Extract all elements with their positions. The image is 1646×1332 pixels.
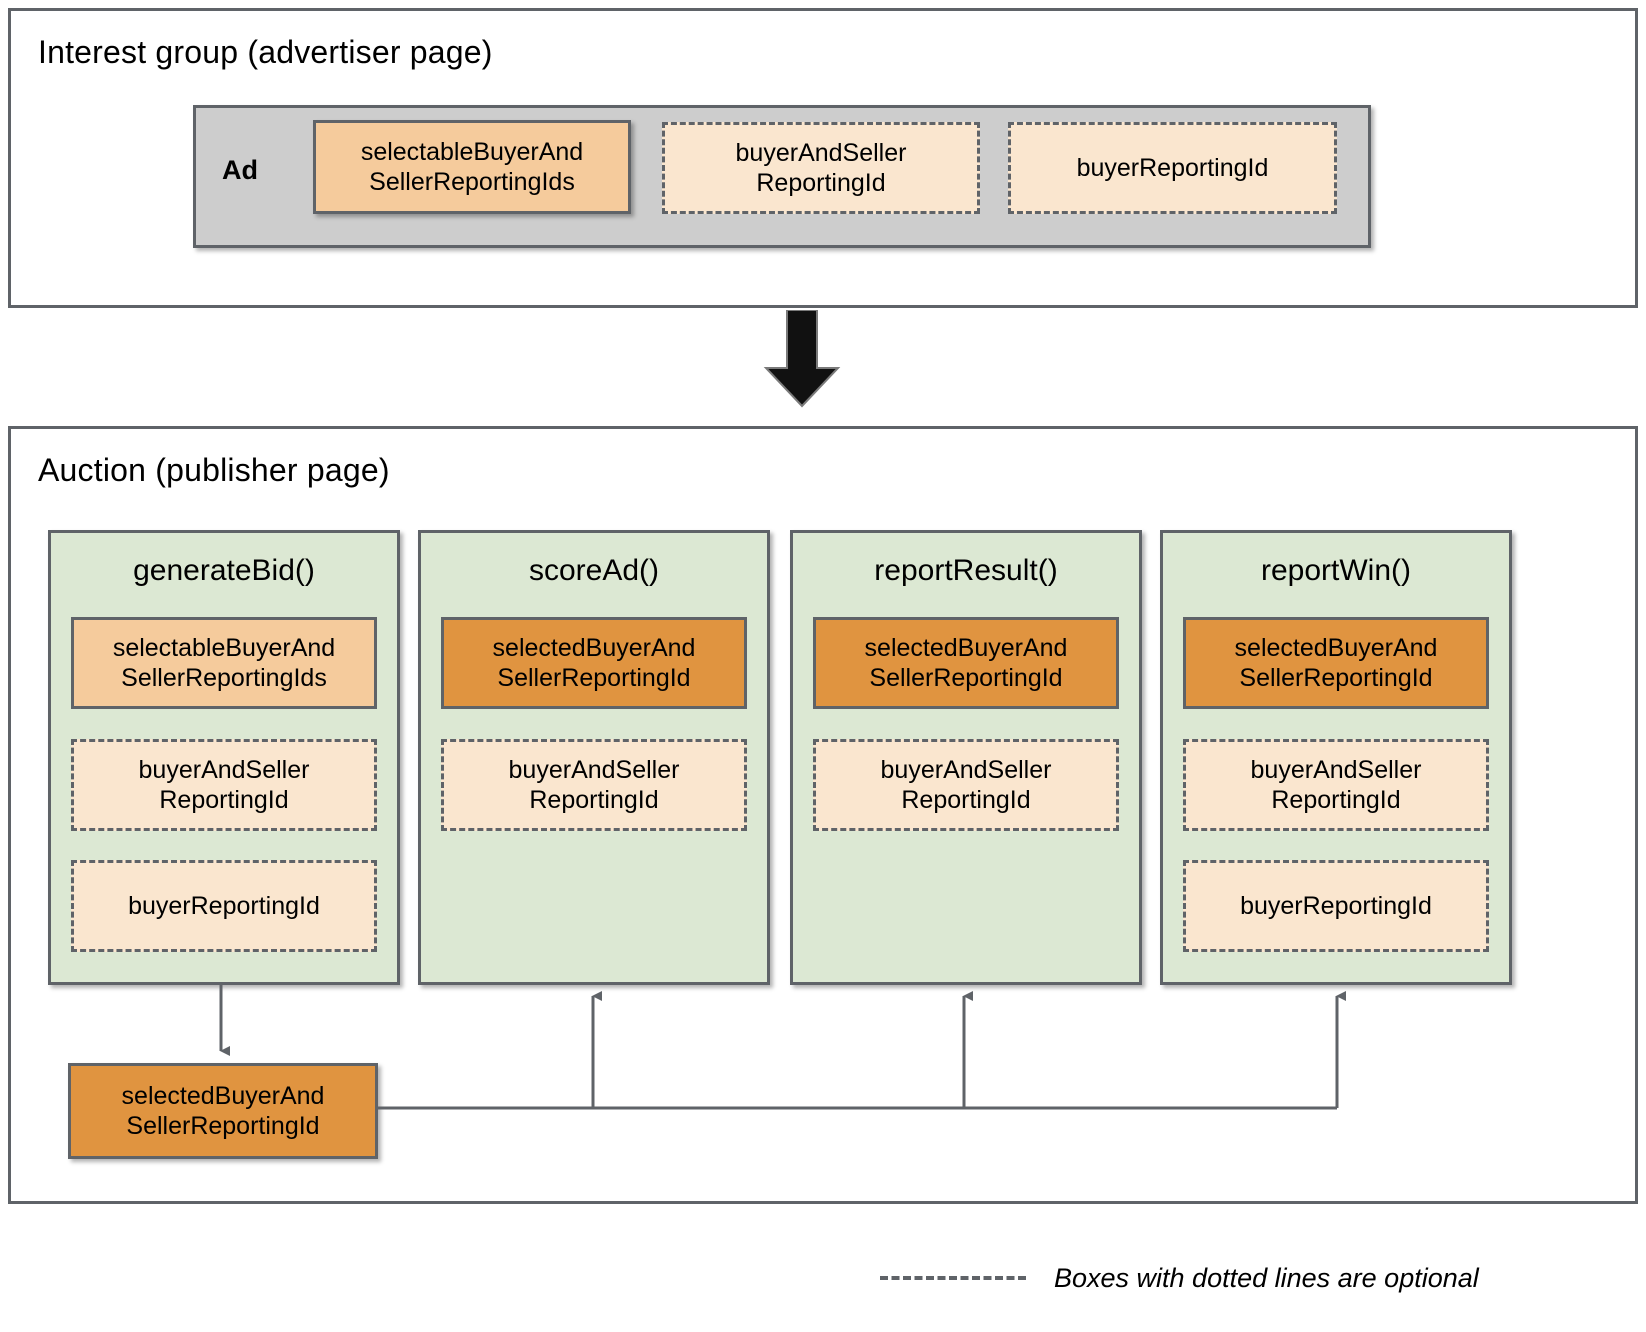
box-line1: selectableBuyerAnd xyxy=(360,137,584,166)
scoread-box-selected-buyer-and-seller-reporting-id[interactable]: selectedBuyerAnd SellerReportingId xyxy=(441,617,747,709)
function-title-reportwin: reportWin() xyxy=(1260,554,1411,587)
function-title-reportresult: reportResult() xyxy=(874,554,1058,587)
auction-title: Auction (publisher page) xyxy=(38,452,390,488)
function-title-generatebid: generateBid() xyxy=(133,554,315,587)
box-line2: ReportingId xyxy=(901,786,1031,814)
box-line1: buyerAndSeller xyxy=(1250,755,1422,784)
reportresult-box-selected-buyer-and-seller-reporting-id[interactable]: selectedBuyerAnd SellerReportingId xyxy=(813,617,1119,709)
reportwin-box-selected-buyer-and-seller-reporting-id[interactable]: selectedBuyerAnd SellerReportingId xyxy=(1183,617,1489,709)
interest-group-title: Interest group (advertiser page) xyxy=(38,34,493,70)
box-line2: SellerReportingId xyxy=(869,664,1063,692)
box-line1: selectedBuyerAnd xyxy=(864,633,1068,662)
box-line1: buyerAndSeller xyxy=(880,755,1052,784)
box-line2: SellerReportingId xyxy=(497,664,691,692)
box-line1: buyerReportingId xyxy=(1240,891,1432,920)
generatebid-box-selectable-buyer-and-seller-reporting-ids[interactable]: selectableBuyerAnd SellerReportingIds xyxy=(71,617,377,709)
box-line1: buyerAndSeller xyxy=(508,755,680,784)
downward-flow-arrow xyxy=(763,310,841,408)
box-line1: selectedBuyerAnd xyxy=(1234,633,1438,662)
box-line2: ReportingId xyxy=(159,786,289,814)
scoread-box-buyer-and-seller-reporting-id[interactable]: buyerAndSeller ReportingId xyxy=(441,739,747,831)
reportresult-box-buyer-and-seller-reporting-id[interactable]: buyerAndSeller ReportingId xyxy=(813,739,1119,831)
generatebid-box-buyer-reporting-id[interactable]: buyerReportingId xyxy=(71,860,377,952)
function-title-scoread: scoreAd() xyxy=(528,554,660,587)
box-line2: ReportingId xyxy=(756,169,886,197)
ad-box-buyer-and-seller-reporting-id[interactable]: buyerAndSeller ReportingId xyxy=(662,122,980,214)
ad-box-selectable-buyer-and-seller-reporting-ids[interactable]: selectableBuyerAnd SellerReportingIds xyxy=(313,120,631,214)
box-line1: buyerReportingId xyxy=(1076,153,1269,182)
box-line1: selectableBuyerAnd xyxy=(112,633,336,662)
legend: Boxes with dotted lines are optional xyxy=(880,1258,1479,1298)
legend-dashed-line-sample xyxy=(880,1276,1026,1280)
box-line1: buyerAndSeller xyxy=(138,755,310,784)
box-line2: SellerReportingIds xyxy=(369,168,575,196)
box-line1: buyerAndSeller xyxy=(735,138,907,167)
box-line1: selectedBuyerAnd xyxy=(121,1081,325,1110)
box-line2: SellerReportingId xyxy=(126,1112,320,1140)
reportwin-box-buyer-and-seller-reporting-id[interactable]: buyerAndSeller ReportingId xyxy=(1183,739,1489,831)
box-line1: selectedBuyerAnd xyxy=(492,633,696,662)
box-line2: SellerReportingId xyxy=(1239,664,1433,692)
generatebid-box-buyer-and-seller-reporting-id[interactable]: buyerAndSeller ReportingId xyxy=(71,739,377,831)
box-line2: ReportingId xyxy=(1271,786,1401,814)
box-line2: SellerReportingIds xyxy=(121,664,327,692)
ad-box-buyer-reporting-id[interactable]: buyerReportingId xyxy=(1008,122,1337,214)
legend-label: Boxes with dotted lines are optional xyxy=(1054,1262,1479,1293)
output-box-selected-buyer-and-seller-reporting-id[interactable]: selectedBuyerAnd SellerReportingId xyxy=(68,1063,378,1159)
box-line1: buyerReportingId xyxy=(128,891,320,920)
ad-label: Ad xyxy=(222,155,258,185)
reportwin-box-buyer-reporting-id[interactable]: buyerReportingId xyxy=(1183,860,1489,952)
box-line2: ReportingId xyxy=(529,786,659,814)
